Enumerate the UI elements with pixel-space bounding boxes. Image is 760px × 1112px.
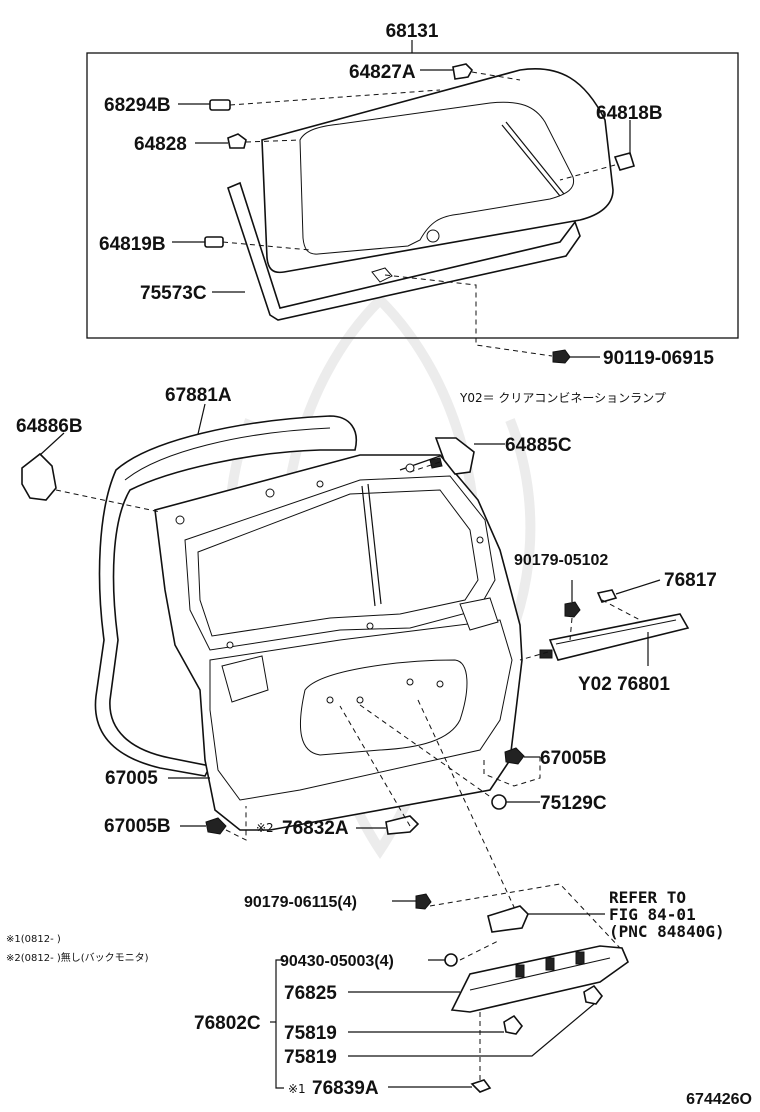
label-64885C: 64885C <box>505 435 572 456</box>
label-75129C: 75129C <box>540 793 607 814</box>
label-90430-05003: 90430-05003(4) <box>280 953 394 970</box>
label-76839A: 76839A <box>312 1078 379 1099</box>
hinge-64885C-icon <box>434 437 475 475</box>
bolt-90119-icon <box>552 349 571 364</box>
label-76825: 76825 <box>284 983 337 1004</box>
label-76832A: 76832A <box>282 818 349 839</box>
label-76802C: 76802C <box>194 1013 261 1034</box>
label-67005B-right: 67005B <box>540 748 607 769</box>
clip-75819-a-icon <box>503 1014 524 1035</box>
clip-64818B-icon <box>613 152 636 171</box>
label-90179-05102: 90179-05102 <box>514 552 608 569</box>
back-door-weatherstrip <box>94 415 357 777</box>
label-76801: Y02 76801 <box>578 674 670 695</box>
label-75573C: 75573C <box>140 283 207 304</box>
cap-76839A-icon <box>470 1079 492 1093</box>
screw-90179-06115-icon <box>415 893 432 910</box>
y02-note: Y02＝ クリアコンビネーションランプ <box>459 391 666 405</box>
label-64819B: 64819B <box>99 234 166 255</box>
camera-cover-76832A-icon <box>385 815 420 835</box>
license-garnish <box>450 945 629 1013</box>
label-90179-06115: 90179-06115(4) <box>244 894 357 911</box>
clip-68294B-icon <box>209 99 231 111</box>
high-mount-stop-lamp <box>539 613 690 661</box>
grommet-75129C-icon <box>491 794 507 810</box>
clip-67005B-left-icon <box>205 817 227 835</box>
glass-bracket-icon <box>371 267 393 283</box>
label-64886B: 64886B <box>16 416 83 437</box>
label-64828: 64828 <box>134 134 187 155</box>
label-75819-a: 75819 <box>284 1023 337 1044</box>
label-64818B: 64818B <box>596 103 663 124</box>
footnote-2: ※2(0812- )無し(バックモニタ) <box>6 951 149 964</box>
label-76832A-mark: ※2 <box>256 821 274 835</box>
back-door-panel <box>154 454 523 831</box>
camera-unit-icon <box>487 905 529 933</box>
label-90119-06915: 90119-06915 <box>603 348 714 369</box>
hinge-64886B-icon <box>21 452 57 501</box>
nut-90179-05102-icon <box>564 601 581 618</box>
label-67005B-left: 67005B <box>104 816 171 837</box>
label-68294B: 68294B <box>104 95 171 116</box>
label-76839A-mark: ※1 <box>288 1082 306 1096</box>
clip-64828-icon <box>227 133 247 149</box>
label-75819-b: 75819 <box>284 1047 337 1068</box>
label-76817: 76817 <box>664 570 717 591</box>
clip-64819B-icon <box>204 236 224 248</box>
back-door-glass <box>261 68 614 274</box>
clip-76817-icon <box>596 589 618 603</box>
label-64827A: 64827A <box>349 62 416 83</box>
label-67005: 67005 <box>105 768 158 789</box>
footnote-1: ※1(0812- ) <box>6 934 61 945</box>
clip-67005B-right-icon <box>504 747 525 765</box>
figure-id: 674426O <box>686 1091 752 1108</box>
refer-line2: FIG 84-01 <box>609 905 696 924</box>
nut-90430-icon <box>444 953 458 967</box>
clip-64827A-icon <box>452 63 473 80</box>
clip-75819-b-icon <box>583 984 604 1005</box>
refer-line3: (PNC 84840G) <box>609 922 725 941</box>
refer-line1: REFER TO <box>609 888 686 907</box>
label-67881A: 67881A <box>165 385 232 406</box>
label-68131: 68131 <box>386 21 439 42</box>
